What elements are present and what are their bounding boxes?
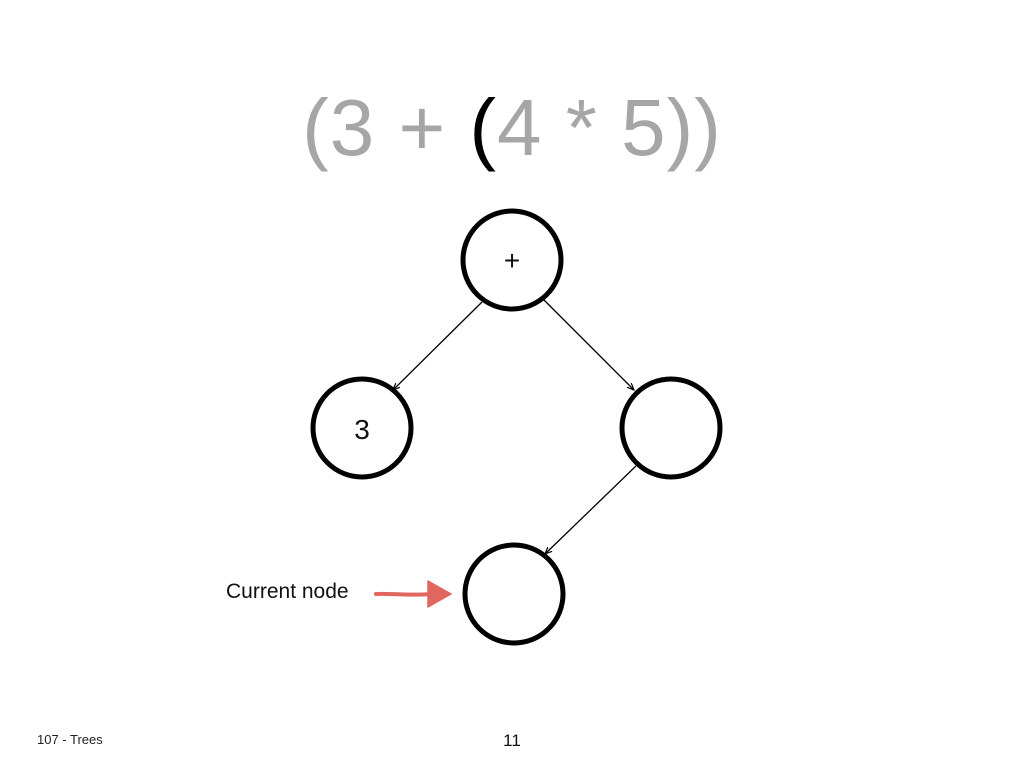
expression-title: (3 + (4 * 5)) (0, 78, 1024, 178)
expression-suffix: 4 * 5)) (497, 83, 722, 172)
node-left-label: 3 (354, 414, 370, 445)
node-right (619, 376, 723, 480)
node-root: + (460, 208, 564, 312)
expression-prefix: (3 + (302, 83, 470, 172)
node-root-label: + (504, 245, 520, 276)
page-number: 11 (503, 731, 521, 750)
footer-section-title: 107 - Trees (37, 732, 103, 747)
node-current (462, 542, 566, 646)
edge-root-to-left (393, 301, 483, 390)
current-node-label: Current node (226, 580, 349, 603)
expression-current-char: ( (469, 83, 498, 172)
current-node-arrow-icon (374, 580, 452, 608)
node-left: 3 (310, 376, 414, 480)
edge-root-to-right (543, 299, 634, 390)
edge-right-to-child (545, 465, 637, 554)
